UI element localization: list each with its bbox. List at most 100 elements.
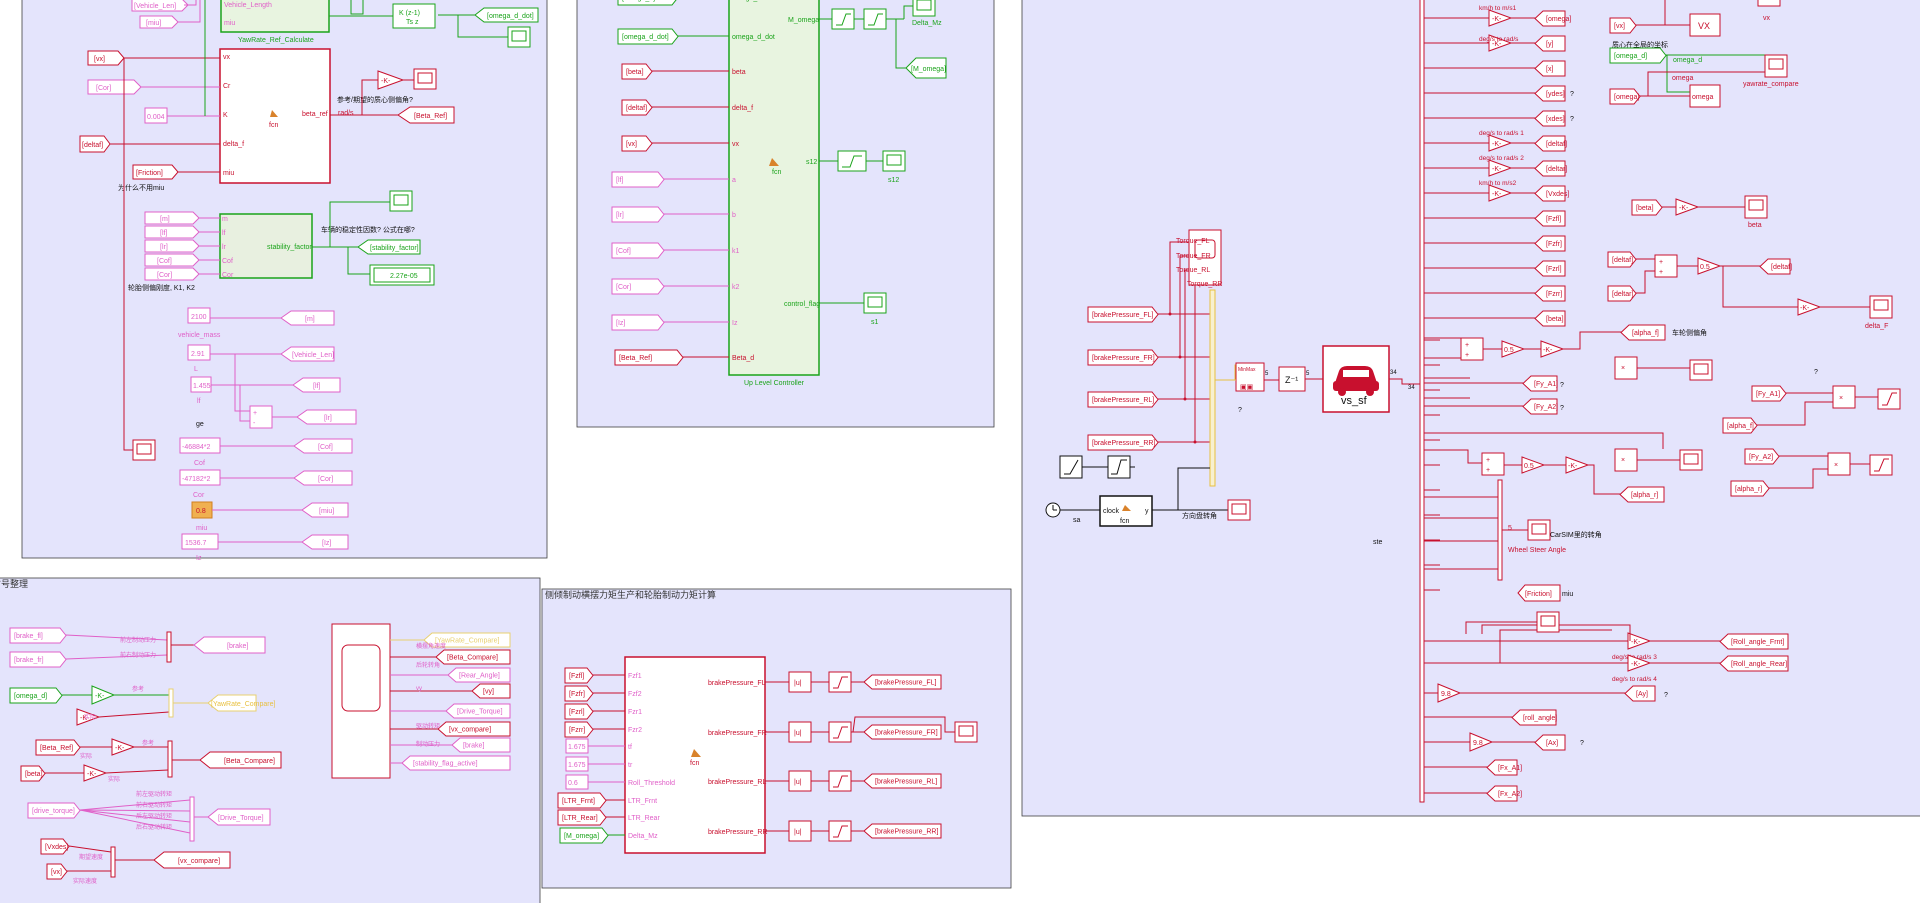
- veh-goto-8[interactable]: [Fzfl]: [1534, 210, 1566, 227]
- unit-delay[interactable]: Z⁻¹: [1278, 366, 1306, 392]
- goto-fx-a2[interactable]: [Fx_A2]: [1486, 785, 1522, 802]
- saturation-steer[interactable]: [1107, 455, 1131, 479]
- from-miu[interactable]: [miu]: [139, 15, 179, 29]
- from-beta-veh[interactable]: [beta]: [1631, 199, 1663, 216]
- mux-brake[interactable]: [166, 631, 172, 663]
- goto-fx-a1[interactable]: [Fx_A1]: [1486, 759, 1522, 776]
- scope-vx[interactable]: [1689, 13, 1721, 37]
- mux-yawrate[interactable]: [168, 688, 174, 718]
- mux-vehicle-inputs[interactable]: [1209, 289, 1216, 487]
- uc-from-7[interactable]: [Cof]: [611, 242, 665, 259]
- brake-from-3[interactable]: [Fzrr]: [564, 721, 594, 738]
- const-l[interactable]: 2.91 L: [187, 344, 211, 373]
- goto-miu[interactable]: [miu]: [301, 502, 349, 518]
- goto-brake-1[interactable]: [brakePressure_FR]: [863, 724, 942, 740]
- sig-from-3[interactable]: [Beta_Ref]: [35, 739, 81, 756]
- brake-from-2[interactable]: [Fzrl]: [564, 703, 594, 720]
- from-omega-d-veh[interactable]: [omega_d]: [1609, 47, 1667, 64]
- scope-omega[interactable]: [1689, 84, 1721, 108]
- uc-from-3[interactable]: [deltaf]: [621, 99, 653, 116]
- goto-vx-compare[interactable]: [vx_compare]: [153, 851, 231, 869]
- goto-beta-compare[interactable]: [Beta_Compare]: [199, 751, 282, 769]
- sig-from-6[interactable]: [Vxdes]: [40, 838, 70, 855]
- uc-from-0[interactable]: [omega_d]: [617, 0, 678, 6]
- uc-from-8[interactable]: [Cor]: [611, 278, 665, 295]
- uc-from-10[interactable]: [Beta_Ref]: [614, 349, 684, 366]
- uc-from-4[interactable]: [vx]: [621, 135, 653, 152]
- uc-from-5[interactable]: [lf]: [611, 171, 665, 188]
- goto-ax[interactable]: [Ax]: [1534, 734, 1566, 751]
- const-miu[interactable]: 0.8 miu: [191, 501, 213, 532]
- veh-goto-7[interactable]: [Vxdes]: [1534, 185, 1569, 202]
- veh-from-brake-0[interactable]: [brakePressure_FL]: [1087, 306, 1159, 323]
- discrete-derivative-block[interactable]: K (z-1) Ts z: [392, 3, 436, 29]
- sig-scope-from-6[interactable]: [brake]: [451, 737, 511, 753]
- goto-fy-a2[interactable]: [Fy_A2]: [1522, 398, 1558, 415]
- from-friction[interactable]: [Friction]: [132, 164, 179, 180]
- vs-sf-block[interactable]: vs_sf: [1322, 345, 1390, 413]
- brake-from-0[interactable]: [Fzfl]: [564, 667, 594, 684]
- sum-alpha-r[interactable]: [1481, 452, 1505, 476]
- goto-drive-torque[interactable]: [Drive_Torque]: [207, 808, 271, 826]
- goto-omega-d-dot[interactable]: [omega_d_dot]: [474, 7, 539, 23]
- veh-goto-10[interactable]: [Fzrl]: [1534, 260, 1566, 277]
- from-omega-veh[interactable]: [omega]: [1609, 88, 1641, 105]
- goto-brake-0[interactable]: [brakePressure_FL]: [863, 674, 942, 690]
- goto-beta-ref[interactable]: [Beta_Ref]: [397, 106, 455, 124]
- sig-scope-from-3[interactable]: [vy]: [471, 683, 511, 699]
- const-mass[interactable]: 2100 vehicle_mass: [178, 307, 221, 339]
- from-deltaf-veh-1[interactable]: [deltaf]: [1607, 251, 1637, 268]
- brake-from-7[interactable]: [LTR_Frnt]: [557, 792, 607, 809]
- veh-from-brake-2[interactable]: [brakePressure_RL]: [1087, 391, 1159, 408]
- goto-roll-angle[interactable]: [roll_angle]: [1511, 709, 1557, 726]
- gain-beta-ref-sig[interactable]: [111, 738, 136, 756]
- veh-goto-11[interactable]: [Fzrr]: [1534, 285, 1566, 302]
- sum-lr[interactable]: + -: [249, 405, 273, 429]
- veh-from-brake-1[interactable]: [brakePressure_FR]: [1087, 349, 1159, 366]
- goto-stability-factor[interactable]: [stability_factor]: [357, 239, 421, 255]
- goto-yawrate-compare[interactable]: [YawRate_Compare]: [207, 694, 276, 712]
- product-f[interactable]: [1614, 356, 1638, 380]
- sig-scope-from-4[interactable]: [Drive_Torque]: [445, 703, 511, 719]
- gain-98-ax[interactable]: [1469, 732, 1494, 752]
- gain-beta-ref[interactable]: -K-: [377, 70, 405, 90]
- product-r[interactable]: [1614, 448, 1638, 472]
- mux-wheel-steer[interactable]: [1497, 479, 1503, 581]
- veh-from-brake-3[interactable]: [brakePressure_RR]: [1087, 434, 1159, 451]
- goto-cor[interactable]: [Cor]: [293, 470, 353, 486]
- yawrate-ref-calculate-block[interactable]: Vehicle_Length miu YawRate_Ref_Calculate: [220, 0, 330, 44]
- sig-scope-from-5[interactable]: [vx_compare]: [437, 721, 511, 737]
- const-lf[interactable]: 1.455 lf: [190, 376, 212, 405]
- beta-ref-fcn-block[interactable]: vx Cr K delta_f miu beta_ref fcn: [219, 48, 331, 184]
- from-alpha-f[interactable]: [alpha_f]: [1722, 417, 1758, 434]
- goto-brake[interactable]: [brake]: [193, 636, 266, 654]
- veh-goto-0[interactable]: [omega]: [1534, 10, 1571, 27]
- goto-alpha-f[interactable]: [alpha_f]: [1620, 324, 1666, 341]
- from-vx[interactable]: [vx]: [87, 50, 125, 66]
- goto-m[interactable]: [m]: [280, 310, 335, 326]
- mux-vx[interactable]: [110, 846, 116, 878]
- goto-fy-a1[interactable]: [Fy_A1]: [1522, 375, 1558, 392]
- goto-lr[interactable]: [lr]: [296, 409, 357, 425]
- brake-from-9[interactable]: [M_omega]: [559, 827, 609, 844]
- goto-deltaf-veh[interactable]: [deltaf]: [1759, 258, 1792, 275]
- from-fy-a1[interactable]: [Fy_A1]: [1751, 385, 1787, 402]
- display-stability[interactable]: 2.27e-05: [369, 264, 435, 286]
- veh-goto-1[interactable]: [y]: [1534, 35, 1566, 52]
- goto-cof[interactable]: [Cof]: [293, 438, 353, 454]
- sig-from-5[interactable]: [drive_torque]: [27, 802, 81, 819]
- steer-fcn-block[interactable]: clock y fcn: [1099, 495, 1153, 527]
- brake-fcn-block[interactable]: fcn: [624, 656, 766, 854]
- up-level-controller-block[interactable]: Up Level Controller fcn: [728, 0, 820, 387]
- matrix-concat[interactable]: [1235, 362, 1265, 392]
- uc-from-6[interactable]: [lr]: [611, 206, 665, 223]
- goto-brake-2[interactable]: [brakePressure_RL]: [863, 773, 942, 789]
- from-vehicle-len[interactable]: [Vehicle_Len]: [131, 0, 189, 12]
- main-scope[interactable]: [331, 623, 391, 779]
- from-cor[interactable]: [Cor]: [87, 79, 142, 95]
- veh-goto-2[interactable]: [x]: [1534, 60, 1566, 77]
- veh-goto-5[interactable]: [deltaf]: [1534, 135, 1567, 152]
- sig-scope-from-7[interactable]: [stability_flag_active]: [401, 755, 511, 771]
- sig-scope-from-1[interactable]: [Beta_Compare]: [435, 649, 511, 665]
- goto-alpha-r[interactable]: [alpha_r]: [1619, 486, 1665, 503]
